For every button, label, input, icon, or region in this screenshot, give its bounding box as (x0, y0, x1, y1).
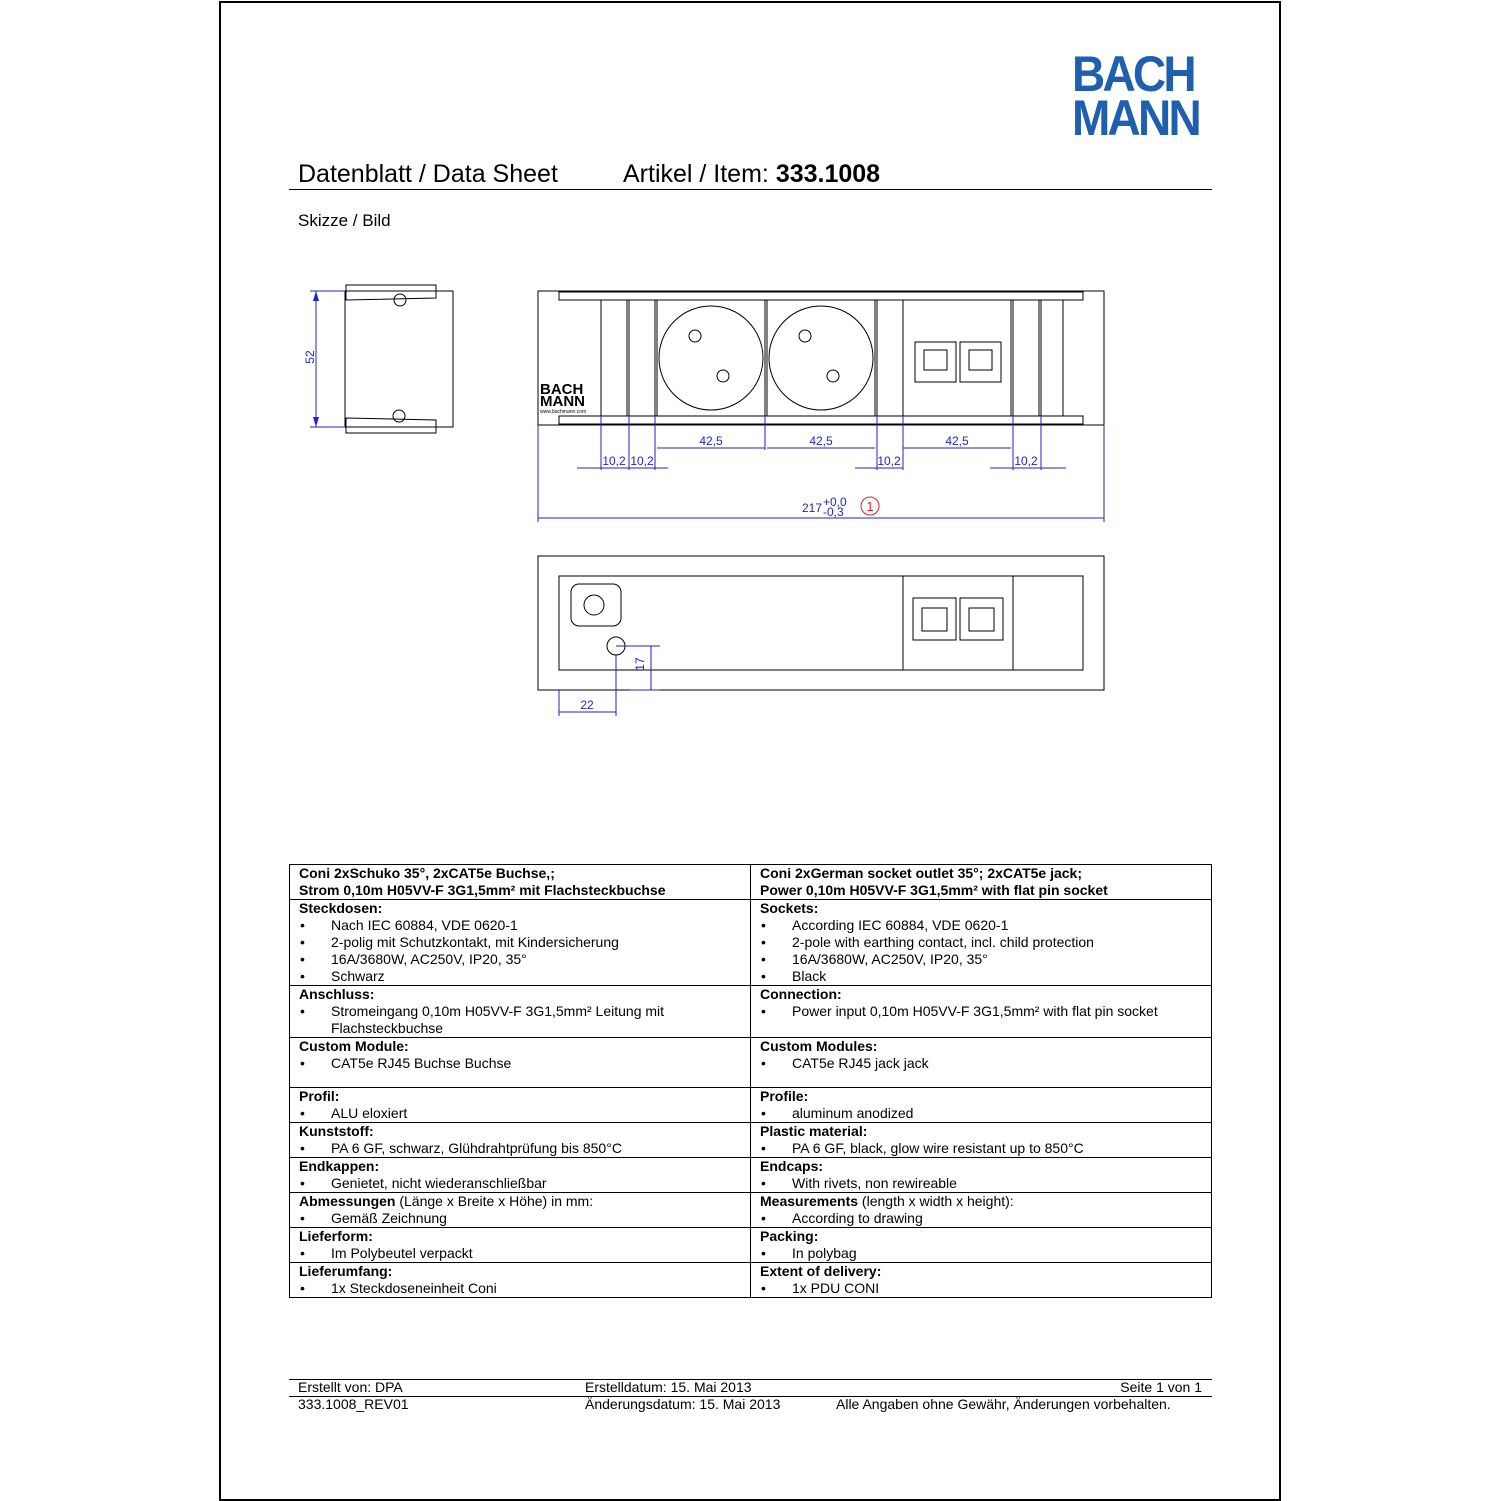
spec-cell-en: Coni 2xGerman socket outlet 35°; 2xCAT5e… (750, 864, 1212, 900)
spec-cell-de: Coni 2xSchuko 35°, 2xCAT5e Buchse,;Strom… (289, 864, 751, 900)
list-item: CAT5e RJ45 jack jack (760, 1055, 1203, 1072)
revision: 333.1008_REV01 (298, 1396, 409, 1412)
schuko-socket-1 (658, 305, 764, 411)
table-row: Kunststoff:PA 6 GF, schwarz, Glühdrahtpr… (289, 1122, 1212, 1158)
logo-line-2: MANN (1072, 90, 1202, 146)
page-title: Datenblatt / Data Sheet (298, 160, 558, 188)
spec-cell-en: Packing:In polybag (750, 1227, 1212, 1263)
changed-date: Änderungsdatum: 15. Mai 2013 (585, 1396, 781, 1412)
spec-cell-en: Profile:aluminum anodized (750, 1087, 1212, 1123)
face-logo-1: BACH (540, 381, 583, 398)
front-dimensions (537, 416, 1105, 522)
list-item: Schwarz (299, 968, 742, 985)
face-logo-2: MANN (540, 393, 585, 410)
bottom-dim-x: 22 (580, 698, 594, 712)
spec-cell-de: Endkappen:Genietet, nicht wiederanschlie… (289, 1157, 751, 1193)
spec-cell-de: Lieferform:Im Polybeutel verpackt (289, 1227, 751, 1263)
header-rule (289, 189, 1212, 190)
module-width-2: 42,5 (809, 434, 833, 448)
spacer-width-1: 10,2 (602, 454, 626, 468)
table-row: Endkappen:Genietet, nicht wiederanschlie… (289, 1157, 1212, 1193)
list-item: Black (760, 968, 1203, 985)
tolerance-plus: +0,0 (823, 495, 847, 509)
spec-cell-en: Connection:Power input 0,10m H05VV-F 3G1… (750, 985, 1212, 1038)
bottom-view (537, 555, 1105, 691)
table-row: Lieferform:Im Polybeutel verpackt Packin… (289, 1227, 1212, 1263)
list-item: 16A/3680W, AC250V, IP20, 35° (299, 951, 742, 968)
created-date: Erstelldatum: 15. Mai 2013 (585, 1379, 752, 1395)
spec-cell-en: Custom Modules:CAT5e RJ45 jack jack (750, 1037, 1212, 1088)
list-item: 1x PDU CONI (760, 1280, 1203, 1297)
footer-rule-top (289, 1379, 1212, 1380)
spec-cell-de: Anschluss:Stromeingang 0,10m H05VV-F 3G1… (289, 985, 751, 1038)
table-row: Profil:ALU eloxiert Profile:aluminum ano… (289, 1087, 1212, 1123)
table-row: Custom Module:CAT5e RJ45 Buchse Buchse C… (289, 1037, 1212, 1088)
bachmann-logo: BACH MANN (1072, 46, 1202, 146)
list-item: With rivets, non rewireable (760, 1175, 1203, 1192)
spec-cell-de: Lieferumfang:1x Steckdoseneinheit Coni (289, 1262, 751, 1298)
list-item: Im Polybeutel verpackt (299, 1245, 742, 1262)
page-number: Seite 1 von 1 (1120, 1379, 1202, 1395)
list-item: 2-pole with earthing contact, incl. chil… (760, 934, 1203, 951)
spec-cell-en: Plastic material:PA 6 GF, black, glow wi… (750, 1122, 1212, 1158)
table-row: Lieferumfang:1x Steckdoseneinheit Coni E… (289, 1262, 1212, 1298)
list-item: ALU eloxiert (299, 1105, 742, 1122)
spec-table: Coni 2xSchuko 35°, 2xCAT5e Buchse,;Strom… (289, 864, 1212, 1298)
rj45-jacks-front (914, 341, 1002, 383)
spec-cell-en: Extent of delivery:1x PDU CONI (750, 1262, 1212, 1298)
spec-cell-en: Sockets:According IEC 60884, VDE 0620-12… (750, 899, 1212, 986)
list-item: 1x Steckdoseneinheit Coni (299, 1280, 742, 1297)
spec-cell-en: Measurements (length x width x height):A… (750, 1192, 1212, 1228)
list-item: Power input 0,10m H05VV-F 3G1,5mm² with … (760, 1003, 1203, 1020)
marker-number: 1 (866, 499, 873, 514)
list-item: In polybag (760, 1245, 1203, 1262)
list-item: CAT5e RJ45 Buchse Buchse (299, 1055, 742, 1072)
spacer-width-2: 10,2 (630, 454, 654, 468)
footer-rule-bottom (289, 1396, 1212, 1397)
total-length: 217 (802, 501, 822, 515)
list-item: PA 6 GF, schwarz, Glühdrahtprüfung bis 8… (299, 1140, 742, 1157)
marker-circle (860, 496, 880, 516)
technical-drawing: 52 BACH MANN www.bachmann.com (303, 284, 1105, 716)
spec-cell-de: Custom Module:CAT5e RJ45 Buchse Buchse (289, 1037, 751, 1088)
height-dimension: 52 (303, 350, 317, 364)
list-item: Gemäß Zeichnung (299, 1210, 742, 1227)
spacer-width-4: 10,2 (1014, 454, 1038, 468)
tolerance-minus: -0,3 (823, 505, 844, 519)
disclaimer: Alle Angaben ohne Gewähr, Änderungen vor… (836, 1396, 1171, 1412)
list-item: Nach IEC 60884, VDE 0620-1 (299, 917, 742, 934)
list-item: PA 6 GF, black, glow wire resistant up t… (760, 1140, 1203, 1157)
spec-cell-en: Endcaps:With rivets, non rewireable (750, 1157, 1212, 1193)
section-label: Skizze / Bild (298, 211, 391, 230)
created-by: Erstellt von: DPA (298, 1379, 403, 1395)
list-item: aluminum anodized (760, 1105, 1203, 1122)
spec-cell-de: Steckdosen:Nach IEC 60884, VDE 0620-12-p… (289, 899, 751, 986)
spec-cell-de: Abmessungen (Länge x Breite x Höhe) in m… (289, 1192, 751, 1228)
front-view (537, 290, 1105, 426)
side-view (310, 284, 454, 434)
schuko-socket-2 (768, 305, 874, 411)
list-item: 2-polig mit Schutzkontakt, mit Kindersic… (299, 934, 742, 951)
table-row: Abmessungen (Länge x Breite x Höhe) in m… (289, 1192, 1212, 1228)
list-item: According IEC 60884, VDE 0620-1 (760, 917, 1203, 934)
table-row: Steckdosen:Nach IEC 60884, VDE 0620-12-p… (289, 899, 1212, 986)
item-label: Artikel / Item: (623, 160, 776, 188)
list-item: According to drawing (760, 1210, 1203, 1227)
spec-cell-de: Profil:ALU eloxiert (289, 1087, 751, 1123)
logo-line-1: BACH (1072, 46, 1197, 102)
table-row: Coni 2xSchuko 35°, 2xCAT5e Buchse,;Strom… (289, 864, 1212, 900)
bottom-dim-y: 17 (633, 657, 647, 671)
spacer-width-3: 10,2 (877, 454, 901, 468)
list-item: Stromeingang 0,10m H05VV-F 3G1,5mm² Leit… (299, 1003, 742, 1037)
bottom-dimensions (558, 645, 660, 716)
list-item: 16A/3680W, AC250V, IP20, 35° (760, 951, 1203, 968)
module-width-3: 42,5 (945, 434, 969, 448)
face-url: www.bachmann.com (540, 409, 586, 415)
list-item: Genietet, nicht wiederanschließbar (299, 1175, 742, 1192)
table-row: Anschluss:Stromeingang 0,10m H05VV-F 3G1… (289, 985, 1212, 1038)
item-number: 333.1008 (775, 160, 881, 188)
spec-cell-de: Kunststoff:PA 6 GF, schwarz, Glühdrahtpr… (289, 1122, 751, 1158)
item-header: Artikel / Item: 333.1008 (623, 160, 880, 189)
module-width-1: 42,5 (699, 434, 723, 448)
